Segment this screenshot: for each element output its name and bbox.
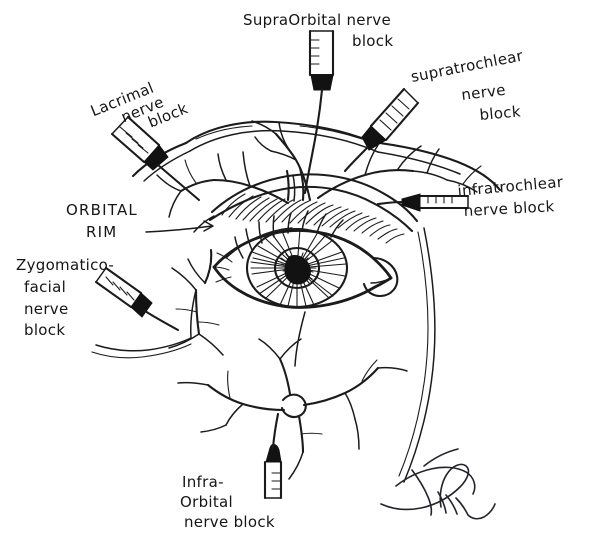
infraorbital-line3: nerve block [184, 513, 275, 531]
supratrochlear-label-line3: block [479, 102, 522, 124]
infratrochlear-label-line2: nerve block [463, 197, 555, 220]
orbital-rim-line1: ORBITAL [66, 201, 138, 219]
infraorbital-line2: Orbital [180, 493, 233, 511]
supratrochlear-label-line2: nerve [460, 81, 506, 104]
supratrochlear-syringe [343, 87, 420, 173]
eyebrow [193, 173, 419, 244]
orbital-rim-line2: RIM [86, 223, 117, 241]
eye [212, 210, 399, 309]
infraorbital-line1: Infra- [182, 473, 224, 491]
label-infraorbital: Infra- Orbital nerve block [180, 473, 275, 531]
label-lacrimal: Lacrimal nerve block [88, 79, 190, 132]
face-contours [91, 227, 436, 483]
nerve-branches-forehead [156, 120, 482, 218]
label-zygomaticofacial: Zygomatico- facial nerve block [16, 256, 114, 339]
label-supraorbital: SupraOrbital nerve block [243, 11, 393, 50]
zygomaticofacial-line4: block [24, 321, 65, 339]
infraorbital-nerve-branches [177, 338, 408, 480]
supratrochlear-label-line1: supratrochlear [409, 46, 525, 85]
zygomaticofacial-line2: facial [24, 278, 66, 296]
infraorbital-syringe [263, 412, 283, 500]
lacrimal-syringe [110, 115, 201, 202]
forehead-contours [131, 120, 502, 202]
zygomaticofacial-nerve-branches [168, 248, 224, 356]
orbital-rim-arrow [145, 220, 214, 233]
label-infratrochlear: infratrochlear nerve block [457, 173, 565, 220]
zygomaticofacial-line1: Zygomatico- [16, 256, 114, 274]
infratrochlear-label-line1: infratrochlear [457, 173, 565, 200]
label-orbital-rim: ORBITAL RIM [66, 201, 138, 241]
signature [380, 448, 496, 520]
zygomaticofacial-syringe [94, 266, 180, 332]
supraorbital-syringe [303, 29, 335, 195]
zygomaticofacial-line3: nerve [24, 300, 69, 318]
supraorbital-label-line1: SupraOrbital nerve [243, 11, 391, 29]
supraorbital-label-line2: block [352, 32, 393, 50]
infratrochlear-syringe [376, 193, 470, 212]
label-supratrochlear: supratrochlear nerve block [409, 46, 525, 124]
